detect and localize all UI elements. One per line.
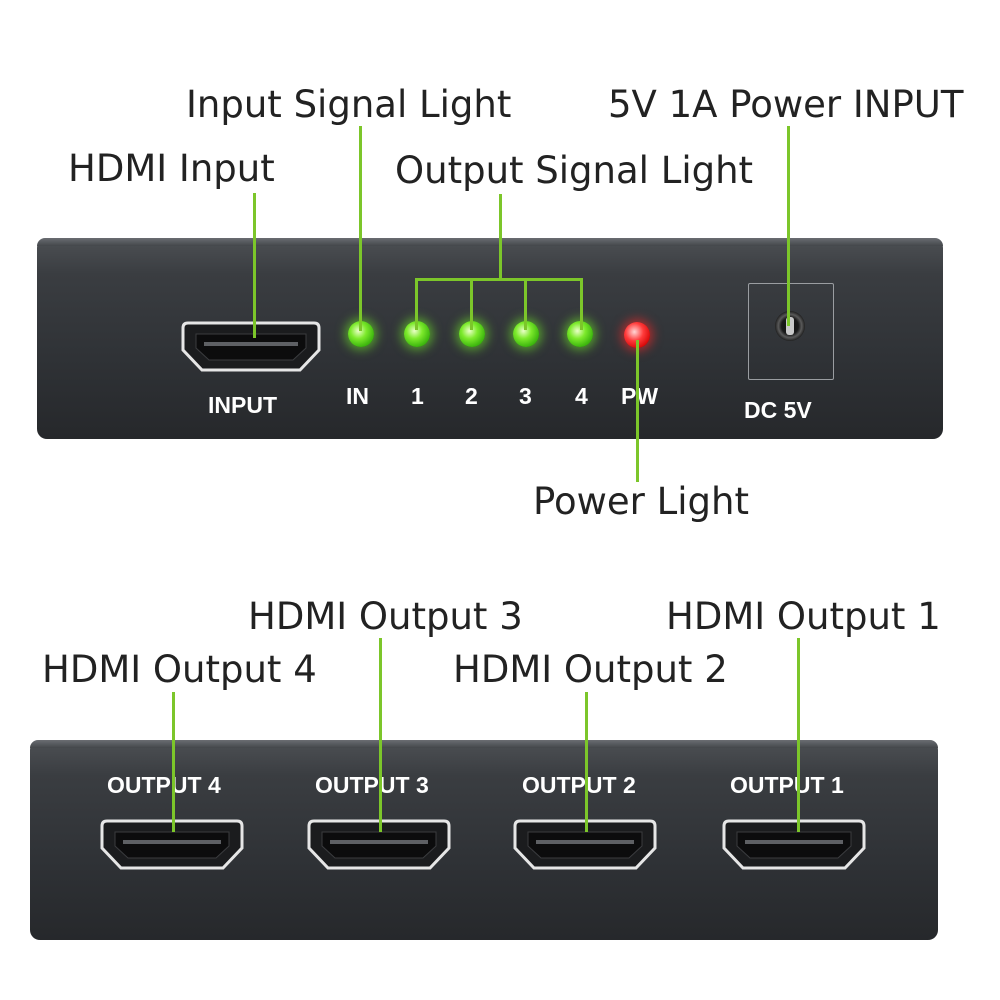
leader-line-hdmi-output-4 (172, 692, 175, 832)
callout-output-signal-light: Output Signal Light (395, 149, 754, 192)
callout-input-signal-light: Input Signal Light (186, 83, 512, 126)
led-label-pw: PW (621, 383, 659, 409)
leader-line-hdmi-output-2 (585, 692, 588, 832)
callout-power-input: 5V 1A Power INPUT (608, 83, 964, 126)
leader-line-output-1 (415, 278, 418, 330)
led-label-4: 4 (575, 383, 588, 409)
led-label-3: 3 (519, 383, 532, 409)
dc-jack-label: DC 5V (744, 397, 812, 423)
led-label-2: 2 (465, 383, 478, 409)
leader-line-output-2 (470, 278, 473, 330)
leader-line-output-signal-stem (499, 194, 502, 279)
leader-line-power-light (636, 340, 639, 482)
hdmi-output-2-port (513, 819, 657, 870)
dc-power-jack (748, 283, 834, 380)
led-label-1: 1 (411, 383, 424, 409)
callout-hdmi-input: HDMI Input (68, 147, 275, 190)
leader-line-hdmi-output-1 (797, 638, 800, 832)
output-2-label: OUTPUT 2 (522, 772, 636, 798)
output-1-label: OUTPUT 1 (730, 772, 844, 798)
callout-hdmi-output-2: HDMI Output 2 (453, 648, 728, 691)
callout-hdmi-output-3: HDMI Output 3 (248, 595, 523, 638)
hdmi-output-1-port (722, 819, 866, 870)
callout-hdmi-output-4: HDMI Output 4 (42, 648, 317, 691)
leader-line-output-4 (580, 278, 583, 330)
leader-line-output-3 (524, 278, 527, 330)
hdmi-output-3-port (307, 819, 451, 870)
led-label-in: IN (346, 383, 369, 409)
output-3-label: OUTPUT 3 (315, 772, 429, 798)
front-panel-top-edge (37, 238, 943, 246)
back-panel-top-edge (30, 740, 938, 748)
leader-line-power-input (787, 126, 790, 326)
dc-jack-pin (786, 317, 794, 335)
input-port-label: INPUT (208, 392, 277, 418)
output-4-label: OUTPUT 4 (107, 772, 221, 798)
hdmi-output-4-port (100, 819, 244, 870)
leader-line-input-signal (359, 126, 362, 331)
callout-hdmi-output-1: HDMI Output 1 (666, 595, 941, 638)
leader-line-hdmi-output-3 (379, 638, 382, 832)
leader-line-hdmi-input (253, 193, 256, 338)
leader-line-output-signal-bar (415, 278, 583, 281)
callout-power-light: Power Light (533, 480, 749, 523)
hdmi-input-port (181, 321, 321, 372)
